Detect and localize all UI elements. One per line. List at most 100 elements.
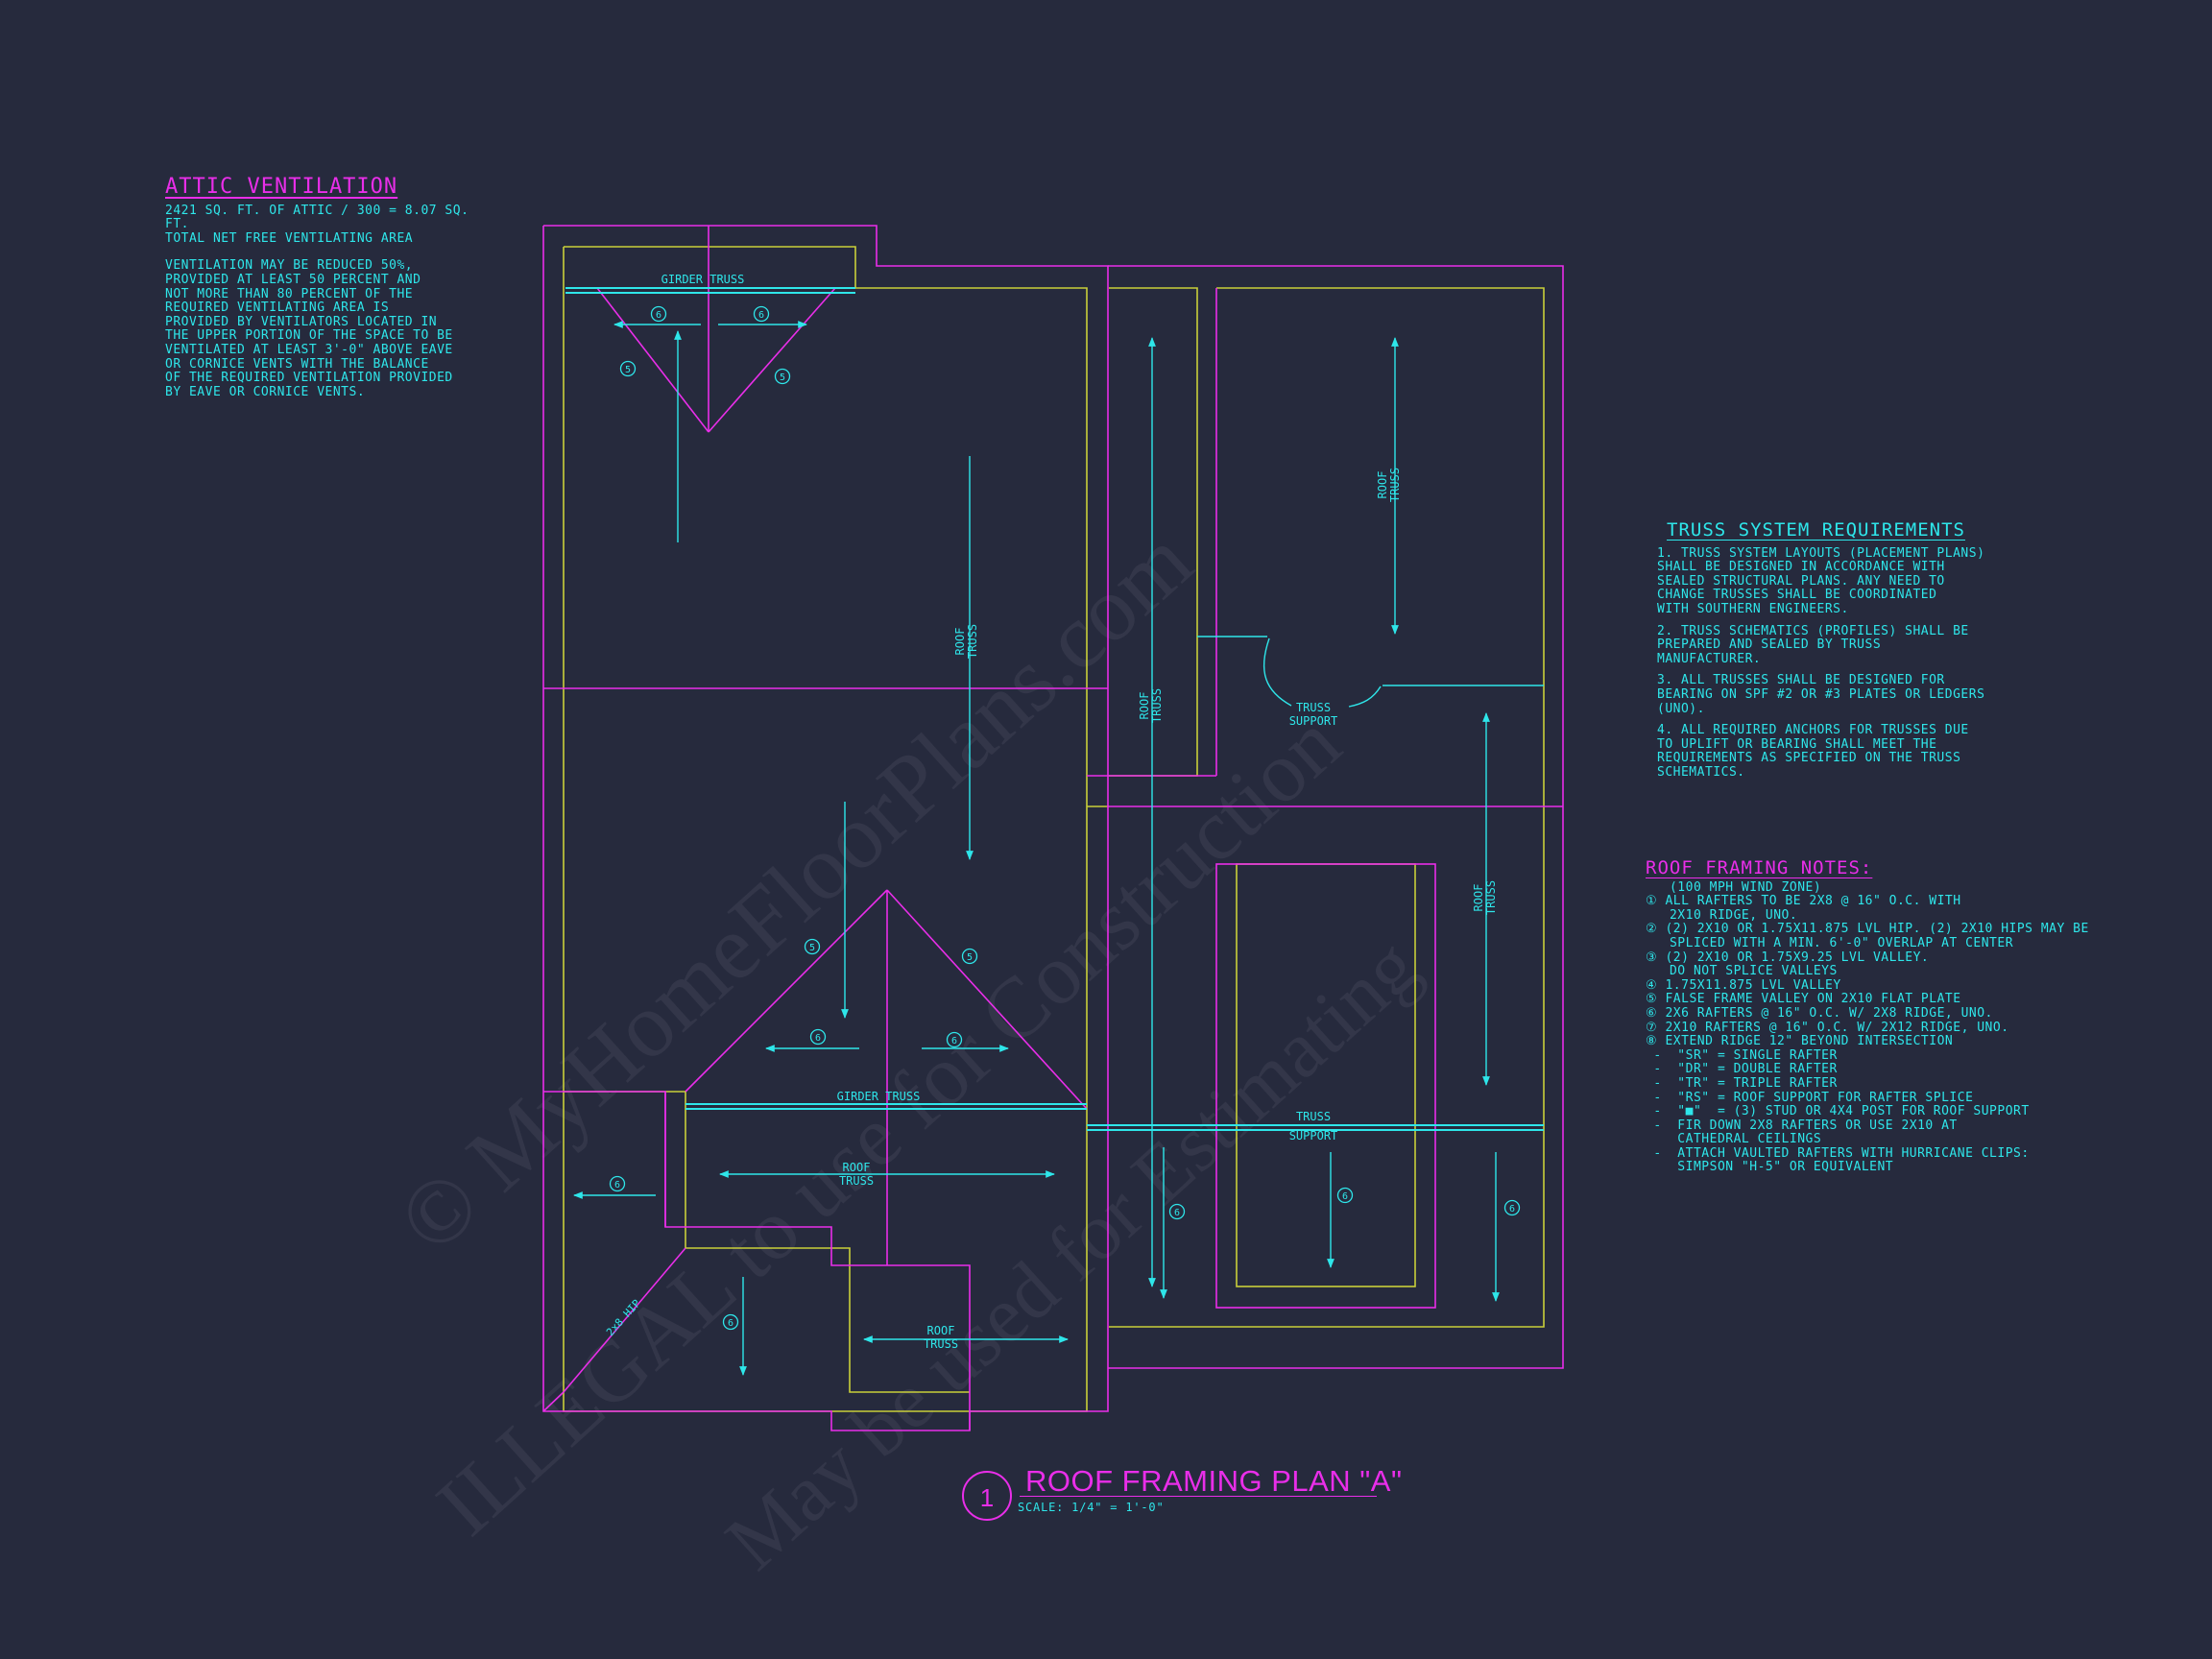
attic-body-line: OF THE REQUIRED VENTILATION PROVIDED (165, 371, 453, 386)
mark-5: 5 (967, 952, 973, 963)
mark-5: 5 (780, 373, 785, 383)
attic-calc-line-2: TOTAL NET FREE VENTILATING AREA (165, 230, 414, 246)
truss-req-line: CHANGE TRUSSES SHALL BE COORDINATED (1657, 588, 1937, 603)
hips-and-valleys (542, 287, 1088, 1412)
truss-support-label-support: SUPPORT (1289, 714, 1338, 728)
truss-req-line: PREPARED AND SEALED BY TRUSS (1657, 637, 1882, 653)
truss-req-line: TO UPLIFT OR BEARING SHALL MEET THE (1657, 736, 1937, 752)
truss-req-line: SCHEMATICS. (1657, 764, 1745, 780)
truss-requirements-title: TRUSS SYSTEM REQUIREMENTS (1667, 519, 1965, 541)
mark-6: 6 (815, 1033, 821, 1044)
truss-support-label-truss: TRUSS (1296, 1110, 1331, 1123)
truss-req-line: 4. ALL REQUIRED ANCHORS FOR TRUSSES DUE (1657, 723, 1969, 738)
attic-body-line: PROVIDED BY VENTILATORS LOCATED IN (165, 314, 438, 329)
roof-truss-label-roof: ROOF (1138, 692, 1151, 720)
roof-truss-label-truss: TRUSS (1484, 880, 1498, 915)
attic-calc-line-1: 2421 SQ. FT. OF ATTIC / 300 = 8.07 SQ. F… (165, 203, 469, 232)
framing-arrows (573, 321, 1544, 1376)
wall-outline (563, 246, 1545, 1412)
truss-req-line: WITH SOUTHERN ENGINEERS. (1657, 601, 1849, 616)
roof-note-line: ⑧ EXTEND RIDGE 12" BEYOND INTERSECTION (1646, 1034, 1954, 1049)
roof-note-line: CATHEDRAL CEILINGS (1646, 1132, 1822, 1147)
mark-circles (609, 305, 1521, 1331)
truss-req-line: MANUFACTURER. (1657, 651, 1762, 666)
mark-6: 6 (728, 1318, 733, 1329)
roof-note-line: - "TR" = TRIPLE RAFTER (1646, 1075, 1838, 1091)
roof-note-line: ① ALL RAFTERS TO BE 2x8 @ 16" O.C. WITH (1646, 894, 1961, 909)
plan-labels: GIRDER TRUSS GIRDER TRUSS ROOF TRUSS ROO… (604, 273, 1498, 1351)
truss-req-line: SEALED STRUCTURAL PLANS. ANY NEED TO (1657, 573, 1945, 589)
truss-req-line: BEARING ON SPF #2 OR #3 PLATES OR LEDGER… (1657, 686, 1985, 702)
plan-title-underline (1020, 1496, 1377, 1497)
attic-body-line: PROVIDED AT LEAST 50 PERCENT AND (165, 272, 421, 287)
roof-note-line: SPLICED WITH A MIN. 6'-0" OVERLAP AT CEN… (1646, 935, 2014, 950)
girder-truss-label: GIRDER TRUSS (837, 1090, 921, 1103)
roof-note-line: ③ (2) 2x10 OR 1.75x9.25 LVL VALLEY. (1646, 950, 1930, 965)
roof-framing-notes-title: ROOF FRAMING NOTES: (1646, 857, 1873, 878)
roof-truss-label-truss: TRUSS (924, 1337, 958, 1351)
attic-body-line: REQUIRED VENTILATING AREA IS (165, 301, 390, 316)
plan-title: ROOF FRAMING PLAN "A" (1025, 1464, 1403, 1498)
mark-6: 6 (951, 1036, 957, 1046)
attic-body-line: VENTILATED AT LEAST 3'-0" ABOVE EAVE (165, 342, 453, 357)
truss-req-line: REQUIREMENTS AS SPECIFIED ON THE TRUSS (1657, 751, 1961, 766)
roof-note-line: ⑦ 2x10 RAFTERS @ 16" O.C. W/ 2x12 RIDGE,… (1646, 1020, 2009, 1035)
roof-note-line: - "RS" = ROOF SUPPORT FOR RAFTER SPLICE (1646, 1090, 1974, 1105)
mark-6: 6 (614, 1180, 620, 1190)
roof-truss-label-roof: ROOF (1376, 471, 1389, 499)
truss-support-label-support: SUPPORT (1289, 1129, 1338, 1142)
roof-note-line: - ATTACH VAULTED RAFTERS WITH HURRICANE … (1646, 1145, 2030, 1161)
truss-req-line: 2. TRUSS SCHEMATICS (PROFILES) SHALL BE (1657, 623, 1969, 638)
mark-5: 5 (809, 943, 815, 953)
roof-truss-label-truss: TRUSS (839, 1174, 874, 1188)
mark-5: 5 (625, 365, 631, 375)
roof-outline (542, 225, 1564, 1431)
roof-note-line: SIMPSON "H-5" OR EQUIVALENT (1646, 1160, 1894, 1175)
truss-requirements-notes: TRUSS SYSTEM REQUIREMENTS 1. TRUSS SYSTE… (1657, 519, 2060, 788)
truss-req-item-2: 2. TRUSS SCHEMATICS (PROFILES) SHALL BE … (1657, 623, 2060, 667)
roof-note-line: - "SR" = SINGLE RAFTER (1646, 1047, 1838, 1063)
truss-req-item-3: 3. ALL TRUSSES SHALL BE DESIGNED FOR BEA… (1657, 674, 2060, 716)
mark-6: 6 (656, 310, 661, 321)
roof-truss-label-roof: ROOF (953, 628, 967, 656)
mark-numbers: 6 6 5 5 5 5 6 6 6 6 6 6 6 (614, 310, 1515, 1329)
truss-support-label-truss: TRUSS (1296, 701, 1331, 714)
truss-req-line: 1. TRUSS SYSTEM LAYOUTS (PLACEMENT PLANS… (1657, 545, 1985, 561)
roof-note-line: ④ 1.75x11.875 LVL VALLEY (1646, 977, 1841, 993)
truss-req-item-1: 1. TRUSS SYSTEM LAYOUTS (PLACEMENT PLANS… (1657, 545, 2060, 617)
girder-truss-lines (565, 287, 1544, 1131)
roof-note-line: - "■" = (3) STUD OR 4x4 POST FOR ROOF SU… (1646, 1104, 2030, 1119)
roof-truss-label-truss: TRUSS (1388, 468, 1402, 502)
mark-6: 6 (1342, 1191, 1348, 1202)
attic-body-line: THE UPPER PORTION OF THE SPACE TO BE (165, 328, 453, 344)
truss-req-line: 3. ALL TRUSSES SHALL BE DESIGNED FOR (1657, 673, 1945, 688)
roof-framing-notes: ROOF FRAMING NOTES: (100 MPH WIND ZONE) … (1646, 857, 2088, 1175)
roof-truss-label-roof: ROOF (843, 1161, 871, 1174)
roof-note-line: (100 MPH WIND ZONE) (1646, 879, 1822, 895)
roof-note-line: - FIR DOWN 2x8 RAFTERS OR USE 2x10 AT (1646, 1118, 1958, 1133)
truss-req-line: (UNO). (1657, 701, 1705, 716)
mark-6: 6 (1174, 1208, 1180, 1218)
roof-note-line: DO NOT SPLICE VALLEYS (1646, 964, 1838, 979)
attic-body-line: VENTILATION MAY BE REDUCED 50%, (165, 258, 414, 274)
roof-note-line: ⑤ FALSE FRAME VALLEY ON 2x10 FLAT PLATE (1646, 992, 1961, 1007)
attic-body-line: NOT MORE THAN 80 PERCENT OF THE (165, 286, 414, 301)
mark-6: 6 (758, 310, 764, 321)
attic-body-line: OR CORNICE VENTS WITH THE BALANCE (165, 356, 429, 372)
roof-truss-label-roof: ROOF (927, 1324, 955, 1337)
attic-ventilation-notes: ATTIC VENTILATION 2421 SQ. FT. OF ATTIC … (165, 175, 472, 399)
roof-note-line: ⑥ 2x6 RAFTERS @ 16" O.C. W/ 2x8 RIDGE, U… (1646, 1005, 1993, 1021)
roof-note-line: - "DR" = DOUBLE RAFTER (1646, 1062, 1838, 1077)
attic-ventilation-title: ATTIC VENTILATION (165, 175, 398, 199)
truss-req-item-4: 4. ALL REQUIRED ANCHORS FOR TRUSSES DUE … (1657, 724, 2060, 780)
plan-scale: SCALE: 1/4" = 1'-0" (1018, 1501, 1165, 1514)
attic-body-line: BY EAVE OR CORNICE VENTS. (165, 384, 366, 399)
mark-6: 6 (1509, 1204, 1515, 1214)
roof-note-line: 2x10 RIDGE, UNO. (1646, 907, 1798, 923)
roof-truss-label-truss: TRUSS (966, 624, 979, 659)
roof-truss-label-truss: TRUSS (1150, 688, 1164, 723)
truss-req-line: SHALL BE DESIGNED IN ACCORDANCE WITH (1657, 560, 1945, 575)
roof-truss-label-roof: ROOF (1472, 884, 1485, 912)
